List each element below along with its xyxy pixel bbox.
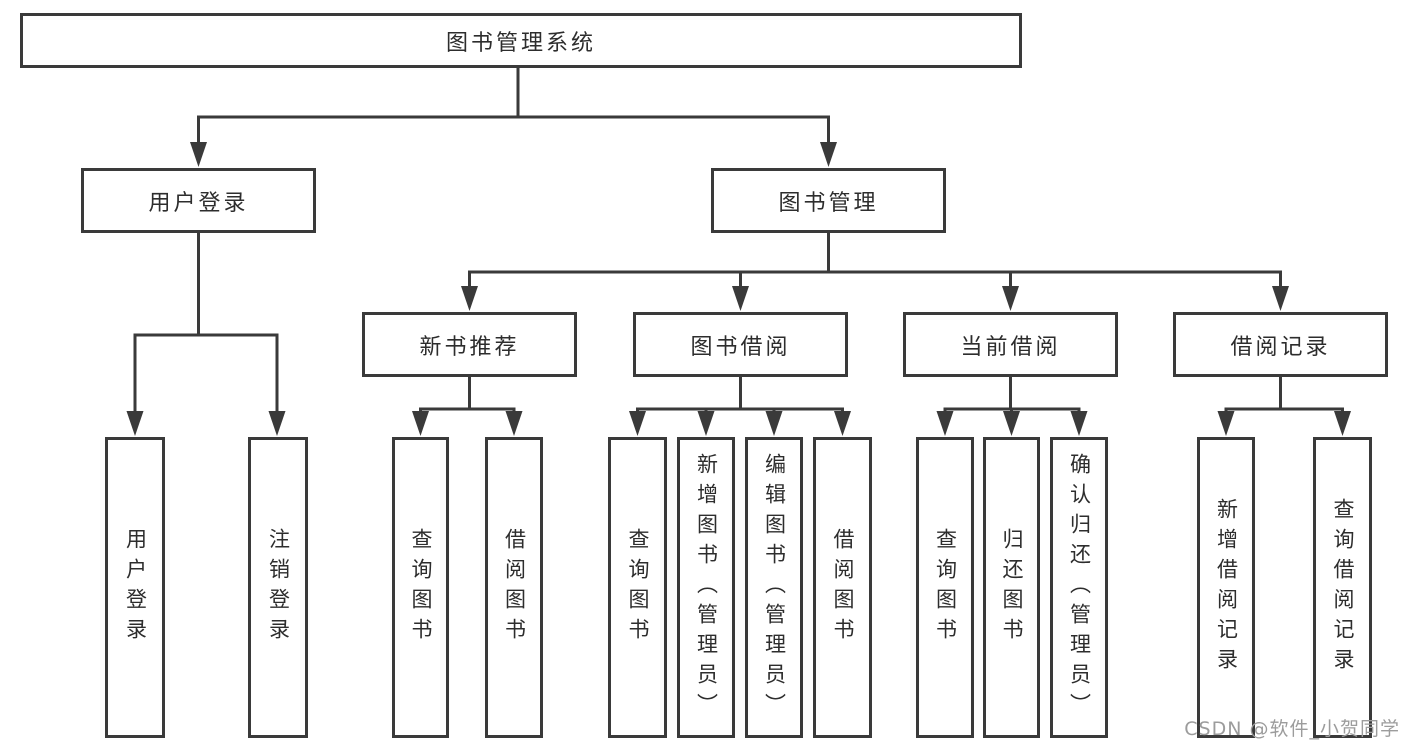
arrow-icon (412, 411, 429, 436)
node-book-borrow: 图书借阅 (633, 312, 848, 377)
leaf-user-login: 用户登录 (105, 437, 165, 738)
arrowheads (126, 142, 1351, 436)
leaf-query-books-current: 查询图书 (916, 437, 974, 738)
node-new-book-rec-label: 新书推荐 (419, 334, 520, 360)
leaf-query-books-rec: 查询图书 (392, 437, 449, 738)
node-user-login: 用户登录 (81, 168, 316, 233)
leaf-borrow-books: 借阅图书 (813, 437, 872, 738)
leaf-query-books-current-label: 查询图书 (933, 527, 958, 648)
leaf-logout-label: 注销登录 (266, 527, 291, 648)
leaf-return-books-label: 归还图书 (1000, 527, 1024, 648)
leaf-edit-books-admin: 编辑图书（管理员） (745, 437, 803, 738)
arrow-icon (629, 411, 646, 436)
leaf-borrow-books-rec-label: 借阅图书 (502, 527, 527, 648)
leaf-query-books-rec-label: 查询图书 (409, 527, 433, 648)
arrow-icon (1003, 411, 1020, 436)
node-root-label: 图书管理系统 (445, 30, 596, 56)
connector-book-mgmt-children (468, 231, 1282, 292)
arrow-icon (834, 411, 851, 436)
arrow-icon (190, 142, 207, 167)
arrow-icon (765, 411, 783, 436)
connector-borrow-records-children (1224, 375, 1344, 416)
node-current-borrow: 当前借阅 (903, 312, 1118, 377)
arrow-icon (505, 411, 523, 436)
node-new-book-rec: 新书推荐 (362, 312, 577, 377)
arrow-icon (1070, 411, 1088, 436)
leaf-confirm-return-admin: 确认归还（管理员） (1050, 437, 1108, 738)
connector-user-login-children (133, 231, 279, 417)
leaf-user-login-label: 用户登录 (123, 527, 148, 648)
arrow-icon (268, 411, 286, 436)
leaf-add-books-admin: 新增图书（管理员） (677, 437, 735, 738)
arrow-icon (697, 411, 715, 436)
leaf-query-books-borrow: 查询图书 (608, 437, 667, 738)
arrow-icon (936, 411, 954, 436)
leaf-query-borrow-record-label: 查询借阅记录 (1331, 497, 1355, 678)
leaf-edit-books-admin-label: 编辑图书（管理员） (762, 452, 787, 723)
node-book-mgmt: 图书管理 (711, 168, 946, 233)
node-current-borrow-label: 当前借阅 (960, 334, 1061, 360)
leaf-confirm-return-admin-label: 确认归还（管理员） (1067, 452, 1092, 723)
arrow-icon (461, 286, 478, 311)
node-book-borrow-label: 图书借阅 (690, 334, 791, 360)
node-user-login-label: 用户登录 (148, 190, 249, 216)
leaf-query-borrow-record: 查询借阅记录 (1313, 437, 1372, 738)
connector-current-borrow-children (943, 375, 1081, 416)
arrow-icon (126, 411, 144, 436)
node-borrow-records: 借阅记录 (1173, 312, 1388, 377)
arrow-icon (1217, 411, 1235, 436)
arrow-icon (1002, 286, 1019, 311)
leaf-add-borrow-record: 新增借阅记录 (1197, 437, 1255, 738)
leaf-add-borrow-record-label: 新增借阅记录 (1214, 497, 1239, 678)
arrow-icon (732, 286, 749, 311)
node-root: 图书管理系统 (20, 13, 1022, 68)
connector-book-borrow-children (636, 375, 844, 416)
leaf-query-books-borrow-label: 查询图书 (626, 527, 650, 648)
arrow-icon (820, 142, 837, 167)
connector-root-to-level2 (197, 66, 830, 148)
leaf-add-books-admin-label: 新增图书（管理员） (694, 452, 719, 723)
leaf-borrow-books-label: 借阅图书 (831, 527, 855, 648)
leaf-borrow-books-rec: 借阅图书 (485, 437, 543, 738)
arrow-icon (1334, 411, 1351, 436)
node-borrow-records-label: 借阅记录 (1230, 334, 1331, 360)
leaf-return-books: 归还图书 (983, 437, 1040, 738)
leaf-logout: 注销登录 (248, 437, 308, 738)
connector-new-book-children (419, 375, 516, 416)
arrow-icon (1272, 286, 1289, 311)
node-book-mgmt-label: 图书管理 (778, 190, 879, 216)
csdn-watermark: CSDN @软件_小贺同学 (1184, 718, 1400, 740)
